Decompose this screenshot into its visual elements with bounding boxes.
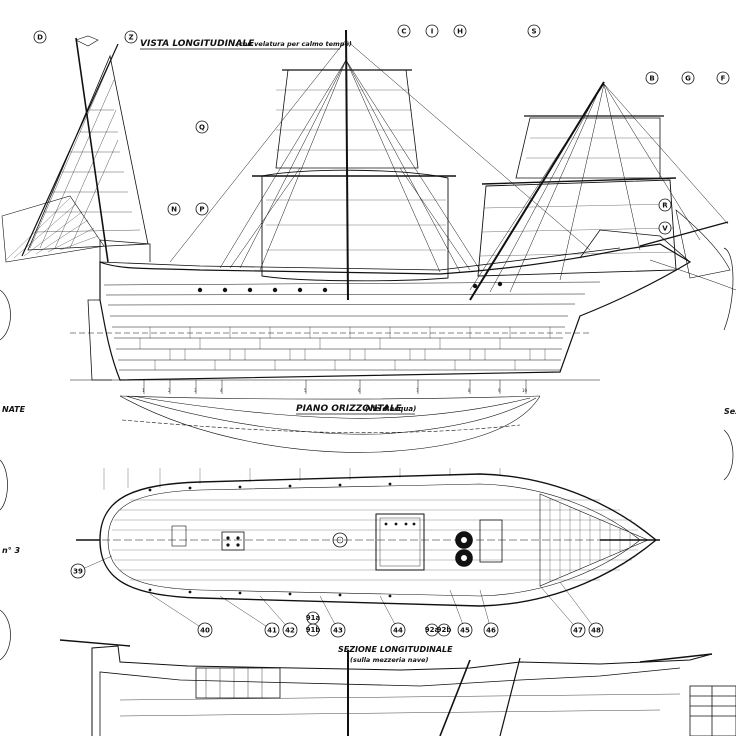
callout-b: B [645,71,659,85]
side-view-title: VISTA LONGITUDINALE [140,39,255,49]
right-edge-label: Sez [724,407,736,416]
section-subtitle: (sulla mezzeria nave) [350,656,428,664]
callout-48: 48 [588,622,604,638]
svg-text:2: 2 [168,388,171,393]
left-edge-number: n° 3 [2,546,20,555]
callout-d: D [33,30,47,44]
svg-text:9: 9 [498,388,501,393]
svg-text:7: 7 [416,388,419,393]
svg-text:48: 48 [591,627,601,635]
svg-text:H: H [457,28,463,36]
callout-40: 40 [197,622,213,638]
deck-plan [76,468,660,631]
callout-42: 42 [282,622,298,638]
svg-text:5: 5 [304,388,307,393]
side-callouts: Q N P R V [167,120,672,235]
svg-text:47: 47 [573,627,583,635]
svg-text:6: 6 [358,388,361,393]
svg-text:41: 41 [267,627,277,635]
svg-text:46: 46 [486,627,496,635]
top-callouts: D Z C I H S B G F [33,24,730,85]
svg-text:10: 10 [522,388,528,393]
callout-43: 43 [330,622,346,638]
callout-g: G [681,71,695,85]
svg-text:40: 40 [200,627,210,635]
plan-callouts: 39 40 41 42 43 44 45 46 47 48 91a 91b 92… [70,563,604,638]
callout-92b: 92b [437,623,452,637]
svg-text:C: C [401,28,406,36]
svg-text:P: P [199,206,204,214]
callout-41: 41 [264,622,280,638]
callout-h: H [453,24,467,38]
svg-text:3: 3 [194,388,197,393]
svg-text:39: 39 [73,568,83,576]
svg-text:N: N [171,206,177,214]
svg-text:42: 42 [285,627,295,635]
callout-i: I [425,24,439,38]
callout-p: P [195,202,209,216]
callout-q: Q [195,120,209,134]
callout-c: C [397,24,411,38]
svg-text:Q: Q [199,124,205,132]
side-view-subtitle: (con velatura per calmo tempo) [236,40,352,48]
callout-r: R [658,198,672,212]
callout-v: V [658,221,672,235]
svg-text:45: 45 [460,627,470,635]
longitudinal-section [59,639,713,736]
svg-text:V: V [662,225,668,233]
svg-text:G: G [685,75,691,83]
title-block [689,685,736,736]
waterlines-subtitle: (vie d'acqua) [365,405,416,413]
svg-text:91a: 91a [306,614,321,622]
callout-s: S [527,24,541,38]
callout-f: F [716,71,730,85]
side-elevation [1,29,736,381]
svg-text:D: D [37,34,43,42]
station-numbers: 1 2 3 4 5 6 7 8 9 10 [142,388,528,393]
left-edge-label: NATE [2,405,26,414]
svg-text:92a: 92a [425,626,440,634]
waterlines-title: PIANO ORIZZONTALE [296,404,403,414]
svg-text:F: F [721,75,726,83]
svg-text:S: S [531,28,536,36]
svg-text:R: R [662,202,668,210]
svg-text:91b: 91b [306,626,321,634]
svg-text:Z: Z [128,34,133,42]
callout-n: N [167,202,181,216]
callout-92a: 92a [425,623,440,637]
svg-text:4: 4 [220,388,223,393]
waterlines-plan [119,395,541,453]
callout-39: 39 [70,563,86,579]
svg-text:8: 8 [468,388,471,393]
svg-text:92b: 92b [437,626,452,634]
callout-91a: 91a [306,611,321,625]
callout-91b: 91b [306,623,321,637]
callout-47: 47 [570,622,586,638]
svg-text:1: 1 [142,388,145,393]
svg-text:43: 43 [333,627,343,635]
svg-text:I: I [431,28,434,36]
callout-z: Z [124,30,138,44]
callout-46: 46 [483,622,499,638]
callout-45: 45 [457,622,473,638]
svg-text:B: B [649,75,654,83]
section-title: SEZIONE LONGITUDINALE [338,645,453,654]
right-section-views [0,247,734,661]
station-ticks [143,380,527,394]
svg-text:44: 44 [393,627,403,635]
callout-44: 44 [390,622,406,638]
